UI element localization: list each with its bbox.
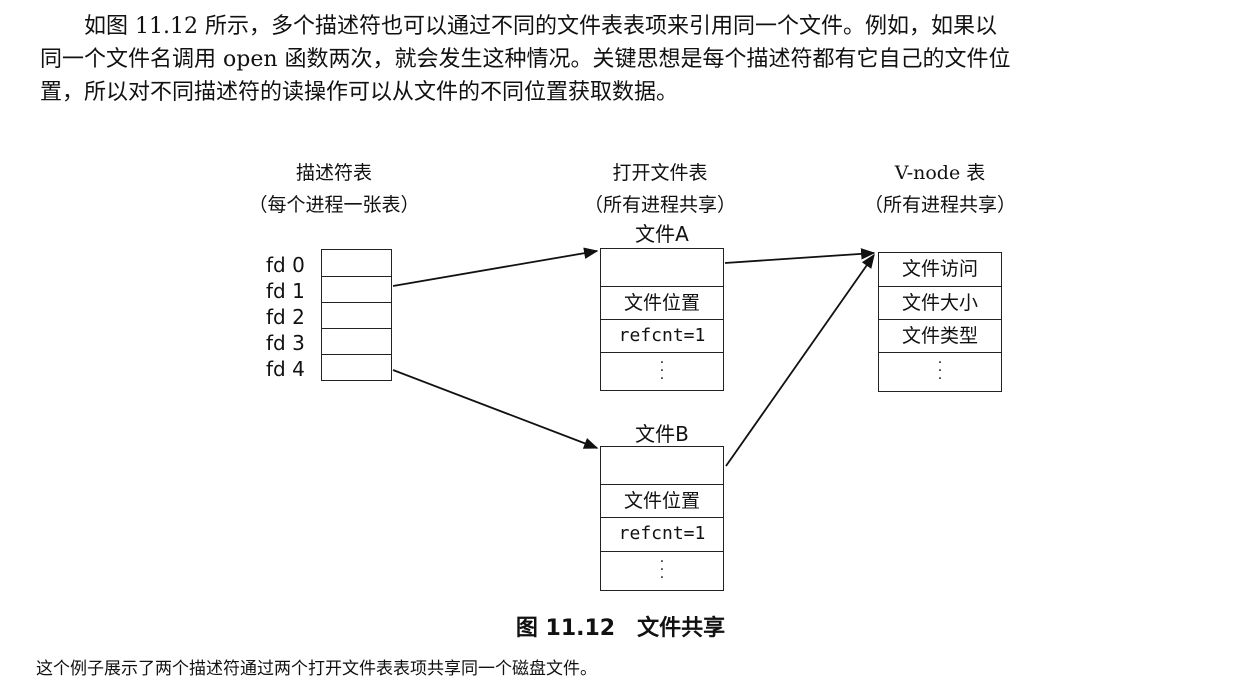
figure-caption: 图 11.12 文件共享 — [0, 610, 1241, 642]
fd-label-0: fd 0 — [266, 253, 305, 277]
vnode-size: 文件大小 — [879, 286, 1001, 319]
figure-note: 这个例子展示了两个描述符通过两个打开文件表表项共享同一个磁盘文件。 — [36, 659, 597, 679]
arrow-file-a-to-vnode — [724, 248, 876, 264]
descriptor-table — [321, 249, 392, 381]
vnode-table-subtitle: （所有进程共享） — [863, 194, 1016, 216]
fd-cell-3 — [322, 328, 391, 354]
arrow-fd4-to-file-b — [392, 369, 599, 449]
paragraph-line-1: 如图 11.12 所示，多个描述符也可以通过不同的文件表表项来引用同一个文件。例… — [84, 14, 997, 39]
file-a-refcnt: refcnt=1 — [601, 319, 723, 352]
file-a-position: 文件位置 — [601, 286, 723, 319]
intro-paragraph: 如图 11.12 所示，多个描述符也可以通过不同的文件表表项来引用同一个文件。例… — [40, 10, 1220, 109]
file-b-label: 文件B — [635, 422, 689, 446]
vnode-table-title: V-node 表 — [894, 162, 986, 184]
file-b-position: 文件位置 — [601, 484, 723, 517]
fd-cell-2 — [322, 302, 391, 328]
open-file-table-subtitle: （所有进程共享） — [583, 194, 736, 216]
arrow-fd1-to-file-a — [392, 247, 599, 287]
fd-cell-1 — [322, 276, 391, 302]
file-a-entry: 文件位置 refcnt=1 ··· — [600, 248, 724, 391]
vertical-ellipsis-icon: ··· — [659, 554, 665, 586]
fd-label-4: fd 4 — [266, 357, 305, 381]
file-b-entry: 文件位置 refcnt=1 ··· — [600, 446, 724, 591]
vertical-ellipsis-icon: ··· — [659, 355, 665, 387]
file-a-more: ··· — [601, 352, 723, 390]
file-b-refcnt: refcnt=1 — [601, 517, 723, 551]
arrow-file-b-to-vnode — [725, 253, 875, 467]
figure-title: 文件共享 — [637, 616, 726, 641]
vnode-more: ··· — [879, 352, 1001, 391]
fd-label-3: fd 3 — [266, 331, 305, 355]
descriptor-table-title: 描述符表 — [295, 162, 372, 184]
fd-cell-4 — [322, 354, 391, 380]
descriptor-table-subtitle: （每个进程一张表） — [248, 194, 420, 216]
paragraph-line-2: 同一个文件名调用 open 函数两次，就会发生这种情况。关键思想是每个描述符都有… — [40, 47, 1011, 72]
vertical-ellipsis-icon: ··· — [937, 355, 943, 387]
file-a-label: 文件A — [635, 222, 689, 246]
open-file-table-title: 打开文件表 — [612, 162, 708, 184]
vnode-entry: 文件访问 文件大小 文件类型 ··· — [878, 252, 1002, 392]
fd-label-1: fd 1 — [266, 279, 305, 303]
file-b-more: ··· — [601, 551, 723, 590]
vnode-access: 文件访问 — [901, 258, 978, 280]
vnode-type: 文件类型 — [879, 319, 1001, 352]
paragraph-line-3: 置，所以对不同描述符的读操作可以从文件的不同位置获取数据。 — [40, 80, 679, 105]
fd-label-2: fd 2 — [266, 305, 305, 329]
figure-number: 图 11.12 — [515, 616, 616, 641]
